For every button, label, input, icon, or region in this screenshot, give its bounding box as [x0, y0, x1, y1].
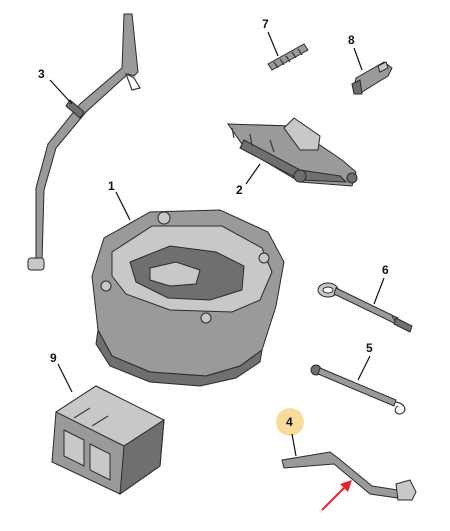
callout-2: 2	[236, 183, 243, 197]
callout-1: 1	[108, 179, 115, 193]
callout-5: 5	[366, 341, 373, 355]
leader-8	[353, 47, 363, 71]
leader-3	[49, 79, 73, 105]
highlight-circle	[276, 408, 304, 436]
threaded-rod-part	[267, 43, 309, 71]
callout-9: 9	[50, 351, 57, 365]
leader-9	[57, 363, 73, 393]
callout-7: 7	[262, 17, 269, 31]
leader-6	[373, 277, 385, 305]
strap-part	[27, 13, 141, 271]
pointer-arrow	[321, 480, 352, 511]
foam-block-part	[51, 385, 166, 496]
callout-3: 3	[38, 67, 45, 81]
callout-6: 6	[382, 263, 389, 277]
callout-8: 8	[348, 33, 355, 47]
pointer-arrow-head	[340, 480, 352, 492]
wheel-wrench-part	[281, 451, 417, 501]
leader-lines	[49, 31, 385, 457]
leader-7	[267, 31, 279, 57]
bracket-part	[351, 61, 393, 95]
leader-2	[245, 163, 261, 185]
wheel-brace-part	[310, 364, 406, 415]
leader-4	[291, 433, 297, 457]
callout-4: 4	[286, 415, 293, 429]
leader-5	[357, 355, 371, 381]
leader-1	[115, 191, 131, 221]
towing-eye-part	[317, 282, 413, 333]
scissor-jack-part	[227, 117, 358, 187]
callout-labels: 1 2 3 4 5 6 7 8 9	[38, 17, 389, 429]
pointer-arrow-shaft	[321, 487, 345, 511]
storage-tray-part	[91, 209, 285, 387]
